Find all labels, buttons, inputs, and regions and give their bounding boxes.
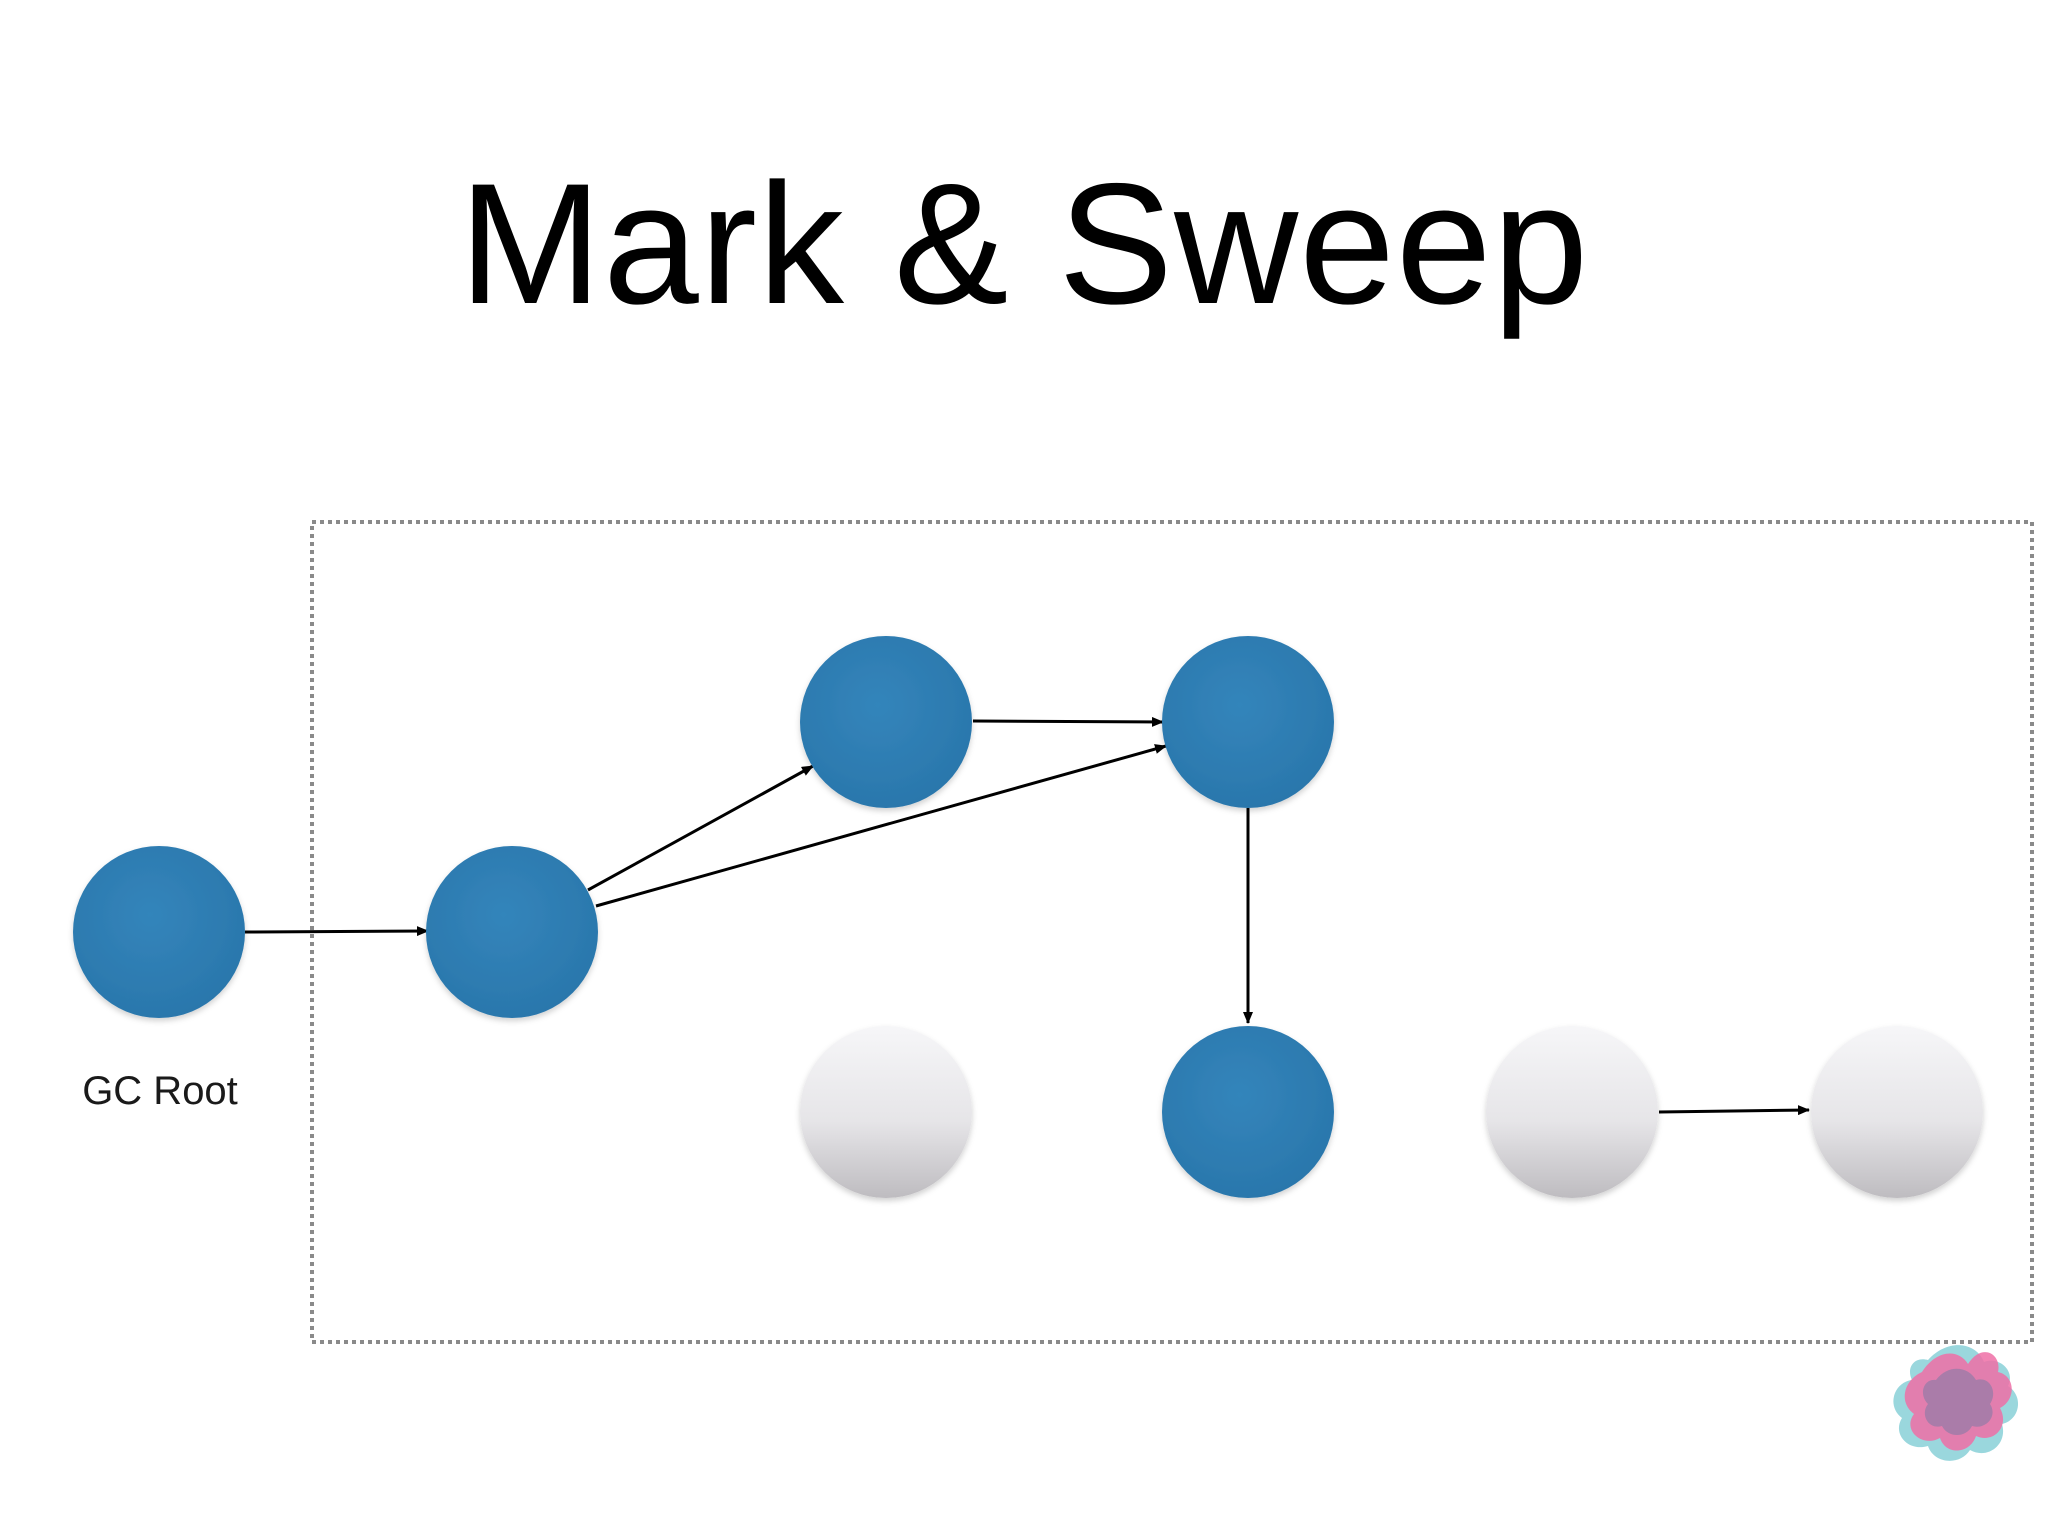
slide-title: Mark & Sweep	[458, 148, 1590, 340]
unmarked-object-node	[1486, 1026, 1658, 1198]
edges	[244, 716, 1810, 1116]
edge-a-to-b	[587, 764, 814, 892]
unmarked-object-node	[1811, 1026, 1983, 1198]
marked-object-node	[1162, 636, 1334, 808]
edge-b-to-c	[972, 716, 1164, 727]
unmarked-objects	[800, 1026, 1983, 1198]
star-blob-logo-icon	[1893, 1345, 2019, 1461]
edge-root-to-a	[244, 926, 429, 937]
marked-objects	[73, 636, 1334, 1198]
edge-a-to-c	[595, 744, 1167, 908]
gc-root-node	[73, 846, 245, 1018]
marked-object-node	[1162, 1026, 1334, 1198]
unmarked-object-node	[800, 1026, 972, 1198]
edge-e-to-f	[1658, 1105, 1810, 1116]
heap-boundary	[310, 520, 2034, 1344]
marked-object-node	[800, 636, 972, 808]
marked-object-node	[426, 846, 598, 1018]
gc-root-label: GC Root	[82, 1069, 238, 1113]
